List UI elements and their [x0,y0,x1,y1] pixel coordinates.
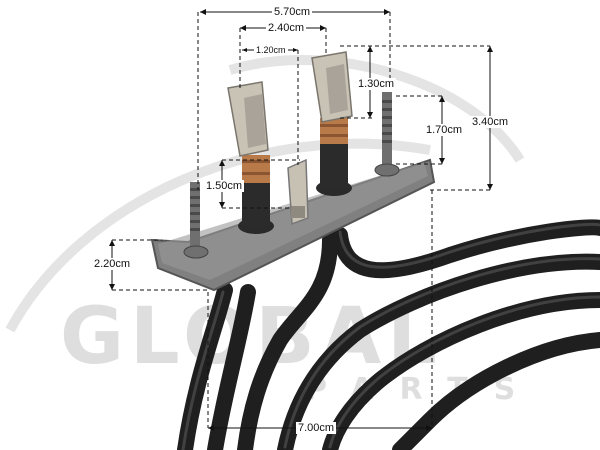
label-plate-height: 2.20cm [92,258,133,270]
label-terminal-height: 1.30cm [356,78,397,90]
label-terminal-width: 1.20cm [254,45,288,55]
label-stud-height: 1.70cm [424,124,465,136]
earth-tab [287,158,309,226]
label-tab-height: 1.50cm [204,180,245,192]
left-stud [183,182,209,259]
label-bottom-width: 7.00cm [296,422,337,434]
label-top-width: 5.70cm [272,6,313,18]
dimension-arrows [109,9,493,431]
label-terminal-spacing: 2.40cm [266,22,307,34]
right-terminal [311,51,353,196]
right-stud [374,92,400,177]
label-total-height: 3.40cm [470,116,511,128]
left-terminal [227,81,274,234]
watermark-logo [5,55,525,333]
heating-coil [177,219,600,450]
